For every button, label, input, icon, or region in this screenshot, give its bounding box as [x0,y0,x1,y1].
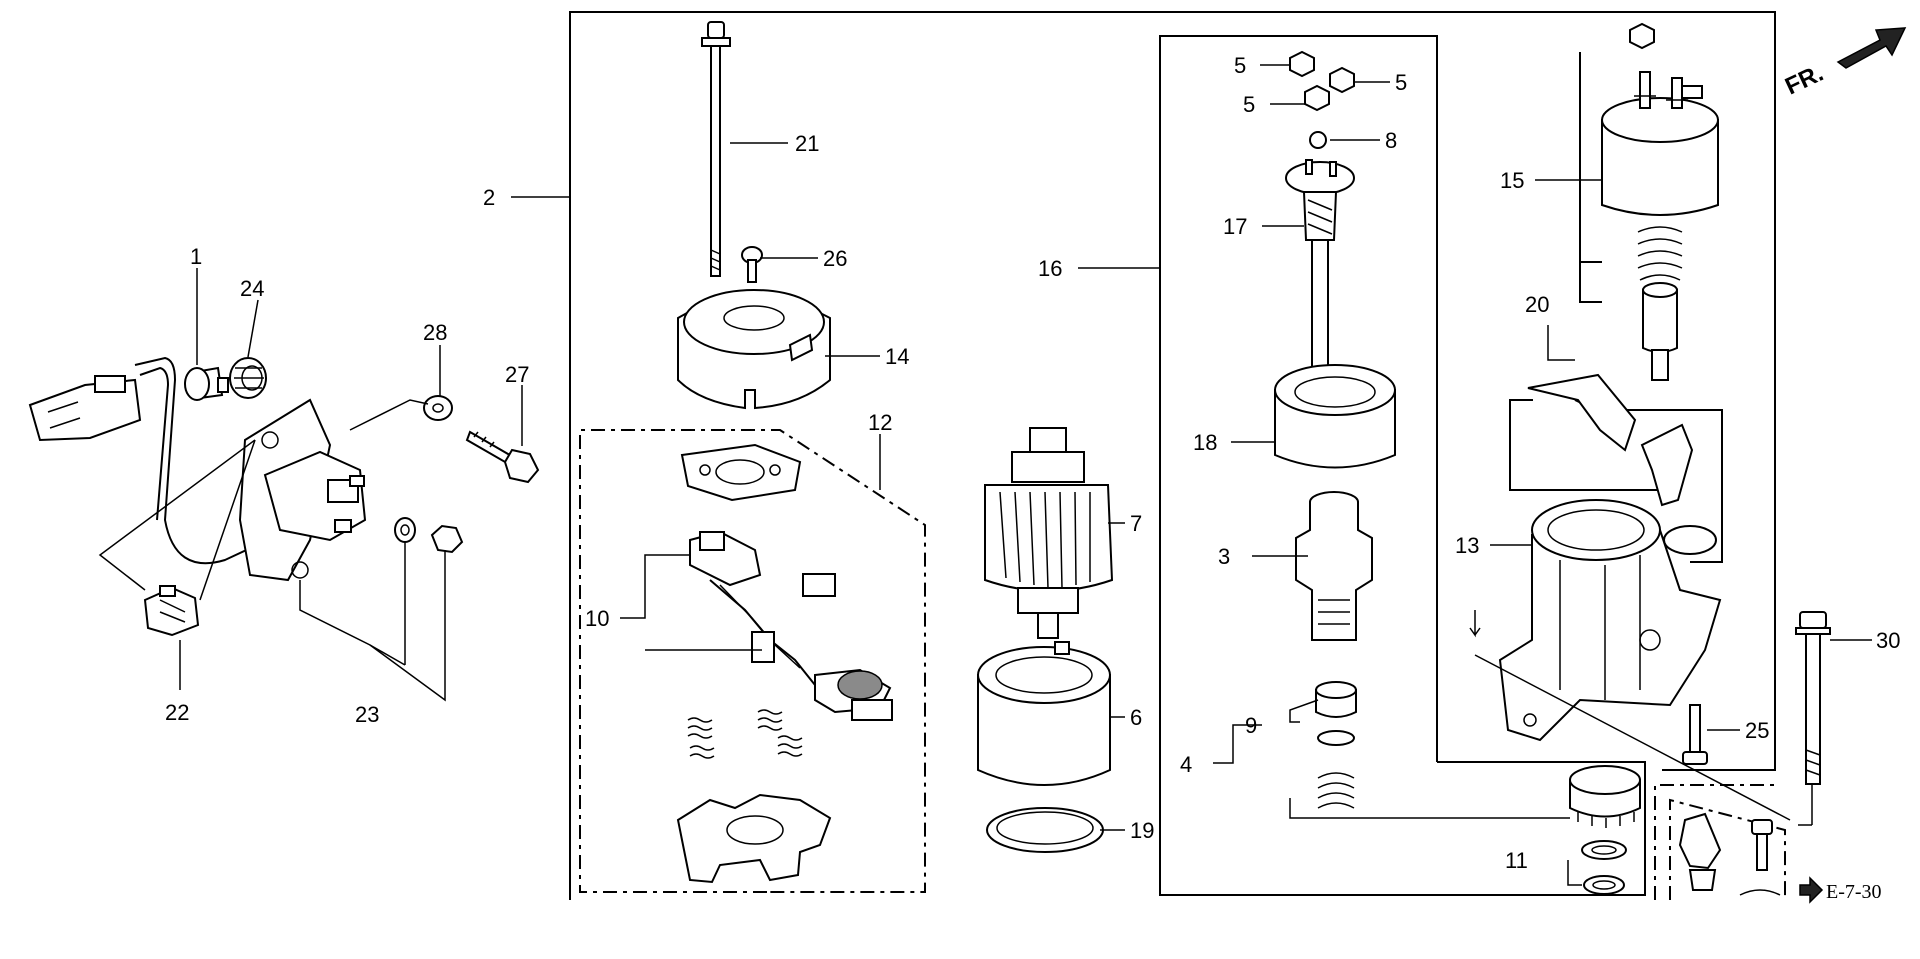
callout-7: 7 [1130,511,1142,536]
callout-22: 22 [165,700,189,725]
spring-part-4 [1317,772,1355,809]
callout-10: 10 [585,606,609,631]
reference-indicator: E-7-30 [1799,876,1882,904]
callout-4: 4 [1180,752,1192,777]
pinion-gear-part-11 [1569,765,1641,828]
callout-21: 21 [795,131,819,156]
callout-12: 12 [868,410,892,435]
leader-lines [98,64,1872,886]
nut-part-5-a [1289,50,1315,78]
front-direction-indicator: FR. [1781,27,1907,101]
callout-9: 9 [1245,713,1257,738]
clip-part-22 [143,585,200,637]
bolt-part-27 [465,430,540,484]
callout-8: 8 [1385,128,1397,153]
connector-plug [28,375,142,442]
nut-part-5-b [1329,66,1355,94]
bolt-part-25 [1682,704,1708,765]
collar-part-9 [1315,681,1357,746]
callout-labels: 1 2 3 4 5 5 5 6 7 8 9 10 11 12 13 14 15 … [165,53,1900,873]
callout-13: 13 [1455,533,1479,558]
gear-case-part-13 [1469,499,1722,742]
callout-26: 26 [823,246,847,271]
callout-17: 17 [1223,214,1247,239]
callout-1: 1 [190,244,202,269]
callout-18: 18 [1193,430,1217,455]
frame-brush-holder-group [579,429,926,893]
wire-harness [134,356,301,565]
callout-11: 11 [1505,848,1528,873]
brush-holder-base [676,793,832,884]
washer-part-23 [394,517,416,543]
callout-5b: 5 [1395,70,1407,95]
magnetic-switch-part-23 [238,398,367,582]
washer-part-28 [423,395,453,421]
callout-5c: 5 [1243,92,1255,117]
nut-part-23 [430,524,464,554]
callout-19: 19 [1130,818,1154,843]
yoke-part-6 [977,641,1111,786]
callout-6: 6 [1130,705,1142,730]
callout-14: 14 [885,344,909,369]
overrunning-clutch-part-3 [1295,491,1373,641]
o-ring-part-19 [986,807,1104,853]
callout-25: 25 [1745,718,1769,743]
brush-plate-part-12 [680,443,802,502]
brush-holder-part-10 [689,530,893,721]
rear-cover-part-14 [677,289,831,410]
plunger [1642,282,1678,381]
washer-part-11-b [1583,875,1625,895]
callout-24: 24 [240,276,264,301]
front-arrow-icon [1836,27,1907,69]
ball-part-8 [1309,131,1327,149]
through-bolt-part-21 [701,21,731,277]
callout-23: 23 [355,702,379,727]
solenoid-spring [1637,226,1683,281]
nut-part-5-c [1304,84,1330,112]
frame-solenoid-group [1579,52,1602,303]
armature-part-7 [984,427,1114,639]
lever-set-part-20 [1509,373,1723,563]
callout-28: 28 [423,320,447,345]
inset-clip-and-bolt [1678,812,1781,896]
callout-2: 2 [483,185,495,210]
callout-20: 20 [1525,292,1549,317]
callout-30: 30 [1876,628,1900,653]
frame-reduction-gear-group [1159,35,1646,896]
internal-gear-part-18 [1274,364,1396,469]
brush-springs [687,709,803,759]
bolt-part-30 [1795,611,1831,785]
callout-15: 15 [1500,168,1524,193]
shaft-part-17 [1285,159,1355,381]
frame-starter-assembly [569,11,1776,900]
front-label: FR. [1781,60,1827,101]
callout-5a: 5 [1234,53,1246,78]
solenoid-part-15 [1601,71,1719,216]
rubber-mount-part-24 [229,357,267,399]
nut-part-15-top [1629,22,1655,50]
washer-part-11-a [1581,840,1627,860]
callout-27: 27 [505,362,529,387]
ref-arrow-icon [1799,876,1824,904]
screw-part-26 [741,246,763,283]
callout-3: 3 [1218,544,1230,569]
rubber-grommet-part-1 [184,366,229,401]
frame-inset-kit [1654,784,1786,900]
callout-16: 16 [1038,256,1062,281]
ref-label: E-7-30 [1826,881,1882,903]
